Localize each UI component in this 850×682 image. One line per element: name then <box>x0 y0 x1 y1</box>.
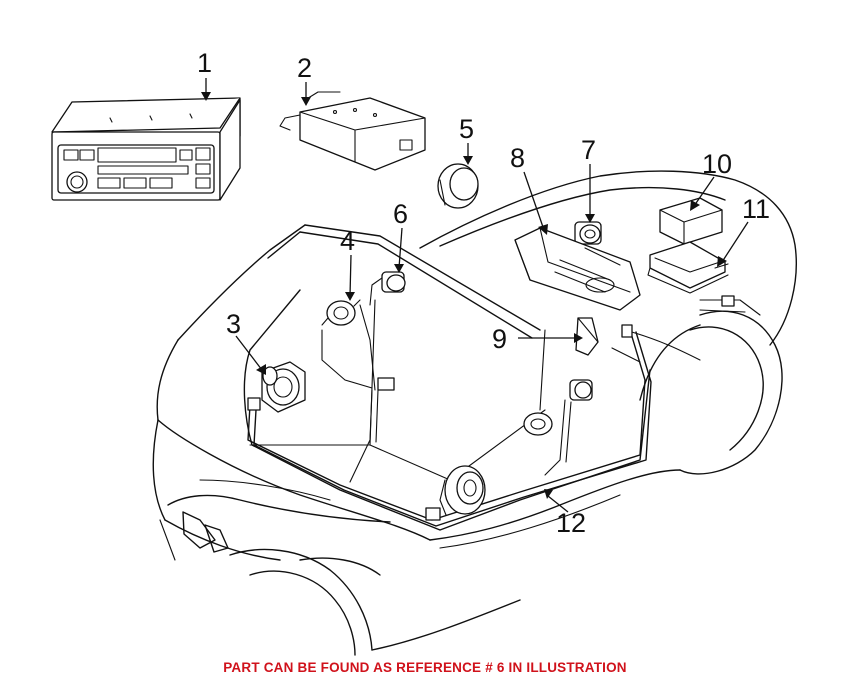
callout-4: 4 <box>340 226 355 256</box>
mid-speaker-part[interactable] <box>321 299 361 326</box>
bracket-part[interactable] <box>575 317 599 356</box>
tweeter-part[interactable] <box>574 221 602 245</box>
door-speaker-right-part[interactable] <box>439 465 486 516</box>
car-body-outline <box>152 170 797 656</box>
callout-10: 10 <box>702 149 732 179</box>
callout-2: 2 <box>297 53 312 83</box>
callout-9: 9 <box>492 324 507 354</box>
callout-6: 6 <box>393 199 408 229</box>
mounting-bracket-part[interactable] <box>647 241 729 294</box>
tweeter-right-part[interactable] <box>569 379 593 401</box>
tweeter-left-part[interactable] <box>369 271 406 306</box>
callout-12: 12 <box>556 508 586 538</box>
subwoofer-box-part[interactable] <box>514 227 641 311</box>
footer-note: PART CAN BE FOUND AS REFERENCE # 6 IN IL… <box>223 660 627 675</box>
door-speaker-left-part[interactable] <box>261 361 306 413</box>
callout-7: 7 <box>581 135 596 165</box>
callout-11: 11 <box>742 194 770 224</box>
callout-3: 3 <box>226 309 241 339</box>
leader-lines <box>201 78 749 513</box>
speaker-ring-part[interactable] <box>437 163 479 209</box>
callout-8: 8 <box>510 143 525 173</box>
callout-5: 5 <box>459 114 474 144</box>
amplifier-part[interactable] <box>279 91 426 171</box>
radio-unit-part[interactable] <box>51 97 241 201</box>
callout-labels: 1 2 3 4 5 6 7 8 9 10 11 12 <box>197 48 770 538</box>
mid-speaker-right-part[interactable] <box>523 412 553 436</box>
callout-1: 1 <box>197 48 212 78</box>
